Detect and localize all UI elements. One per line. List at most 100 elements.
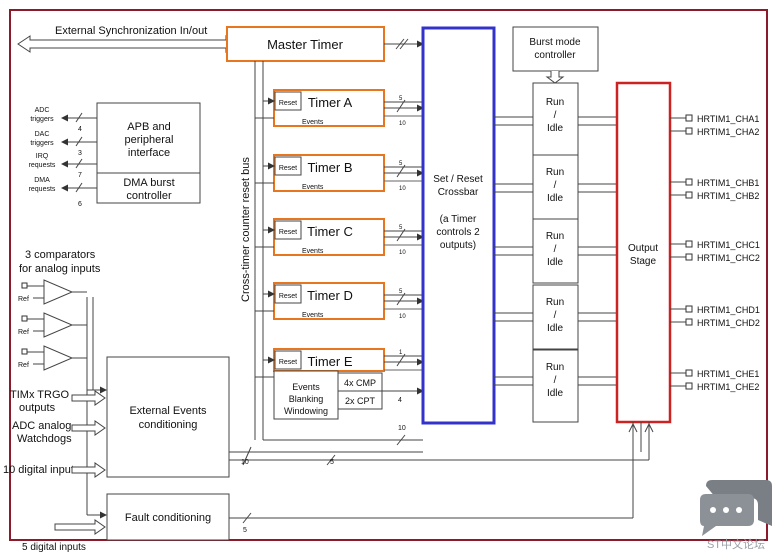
run-label-2: Run bbox=[546, 231, 564, 242]
run-idle-box-3 bbox=[532, 284, 579, 350]
burst-mode-line1: Burst mode bbox=[529, 37, 581, 48]
external-events-l1: External Events bbox=[129, 405, 207, 417]
idle-label-0: Idle bbox=[547, 123, 564, 134]
master-timer-label: Master Timer bbox=[267, 37, 344, 52]
cmp-pin-2 bbox=[21, 348, 28, 355]
idle-label-3: Idle bbox=[547, 323, 564, 334]
timer-label-4: Timer E bbox=[307, 354, 352, 369]
output-pin-2 bbox=[685, 178, 693, 186]
timer-tick-2 bbox=[396, 228, 406, 242]
slash-label-1: / bbox=[554, 180, 557, 191]
timer-bus-10-0: 10 bbox=[399, 121, 406, 127]
events-blanking-l2: Blanking bbox=[289, 394, 324, 404]
events-label-3: Events bbox=[302, 312, 324, 319]
ref-label-2: Ref bbox=[18, 362, 29, 369]
timer-tick-0 bbox=[396, 99, 406, 113]
output-pin-4 bbox=[685, 240, 693, 248]
run-label-1: Run bbox=[546, 167, 564, 178]
apb-line3: interface bbox=[128, 147, 170, 159]
comparators-l1: 3 comparators bbox=[25, 249, 96, 261]
ext-events-bus-10: 10 bbox=[241, 459, 249, 466]
crossbar-box bbox=[421, 26, 496, 425]
dac-triggers-count: 3 bbox=[78, 150, 82, 157]
slash-label-3: / bbox=[554, 310, 557, 321]
burst-mode-box bbox=[512, 26, 599, 72]
apb-interface-box bbox=[96, 102, 201, 204]
external-events-l2: conditioning bbox=[139, 419, 198, 431]
timer-tick-1 bbox=[396, 164, 406, 178]
cmp-pin-0 bbox=[21, 282, 28, 289]
output-label-6: HRTIM1_CHD1 bbox=[697, 305, 760, 315]
run-idle-box-0 bbox=[532, 82, 579, 156]
outer-frame bbox=[9, 9, 768, 541]
timer-bus-5-4: 1 bbox=[399, 350, 403, 356]
output-pin-5 bbox=[685, 253, 693, 261]
output-label-9: HRTIM1_CHE2 bbox=[697, 382, 759, 392]
idle-label-1: Idle bbox=[547, 193, 564, 204]
reset-box-1 bbox=[274, 156, 302, 176]
timer-bus-5-0: 5 bbox=[399, 96, 403, 102]
adc-triggers-l2: triggers bbox=[30, 116, 54, 123]
reset-label-0: Reset bbox=[279, 100, 297, 107]
watermark: ST中文论坛 bbox=[700, 480, 772, 551]
dac-triggers-l1: DAC bbox=[35, 131, 50, 138]
run-label-4: Run bbox=[546, 362, 564, 373]
timer-bus-10-3: 10 bbox=[399, 314, 406, 320]
comparator-1 bbox=[43, 312, 74, 338]
external-sync-label: External Synchronization In/out bbox=[55, 25, 207, 37]
ext-events-bus-5: 5 bbox=[330, 459, 334, 466]
output-label-0: HRTIM1_CHA1 bbox=[697, 114, 759, 124]
dma-requests-count: 6 bbox=[78, 201, 82, 208]
cpt-label: 2x CPT bbox=[345, 396, 376, 406]
master-timer-box bbox=[226, 26, 385, 62]
crossbar-l5: controls 2 bbox=[436, 227, 480, 238]
output-label-8: HRTIM1_CHE1 bbox=[697, 369, 759, 379]
output-pin-9 bbox=[685, 382, 693, 390]
events-blanking-l1: Events bbox=[292, 382, 320, 392]
reset-label-1: Reset bbox=[279, 165, 297, 172]
adc-wd-l2: Watchdogs bbox=[17, 433, 72, 445]
dac-triggers-l2: triggers bbox=[30, 140, 54, 147]
run-idle-box-1 bbox=[532, 154, 579, 220]
timer-bus-10-2: 10 bbox=[399, 250, 406, 256]
reset-label-4: Reset bbox=[279, 359, 297, 366]
timer-label-1: Timer B bbox=[307, 160, 352, 175]
events-bus-10: 10 bbox=[398, 425, 406, 432]
slash-label-2: / bbox=[554, 244, 557, 255]
slash-label-0: / bbox=[554, 110, 557, 121]
output-pin-0 bbox=[685, 114, 693, 122]
output-stage-l2: Stage bbox=[630, 256, 657, 267]
crossbar-l2: Crossbar bbox=[438, 187, 479, 198]
dma-burst-line1: DMA burst bbox=[123, 177, 174, 189]
output-pin-3 bbox=[685, 191, 693, 199]
apb-line1: APB and bbox=[127, 121, 170, 133]
adc-wd-l1: ADC analog bbox=[12, 420, 71, 432]
left-signals: ADC triggers 4 DAC triggers 3 IRQ reques… bbox=[29, 107, 97, 208]
timer-bus-10-1: 10 bbox=[399, 186, 406, 192]
output-label-2: HRTIM1_CHB1 bbox=[697, 178, 759, 188]
timer-label-2: Timer C bbox=[307, 224, 353, 239]
idle-label-4: Idle bbox=[547, 388, 564, 399]
irq-requests-count: 7 bbox=[78, 172, 82, 179]
reset-box-2 bbox=[274, 220, 302, 240]
outputs-group: HRTIM1_CHA1HRTIM1_CHA2HRTIM1_CHB1HRTIM1_… bbox=[670, 114, 760, 392]
events-label-0: Events bbox=[302, 119, 324, 126]
ref-label-0: Ref bbox=[18, 296, 29, 303]
irq-requests-l2: requests bbox=[29, 162, 56, 169]
reset-label-3: Reset bbox=[279, 293, 297, 300]
output-label-5: HRTIM1_CHC2 bbox=[697, 253, 760, 263]
timer-bus-5-3: 5 bbox=[399, 289, 403, 295]
reset-box-4 bbox=[274, 350, 302, 370]
timer-bus-5-2: 5 bbox=[399, 225, 403, 231]
reset-box-3 bbox=[274, 284, 302, 304]
idle-label-2: Idle bbox=[547, 257, 564, 268]
burst-mode-line2: controller bbox=[534, 50, 576, 61]
adc-triggers-l1: ADC bbox=[35, 107, 50, 114]
cmp-label: 4x CMP bbox=[344, 378, 376, 388]
irq-requests-l1: IRQ bbox=[36, 153, 49, 160]
timer-label-3: Timer D bbox=[307, 288, 353, 303]
reset-box-0 bbox=[274, 91, 302, 111]
